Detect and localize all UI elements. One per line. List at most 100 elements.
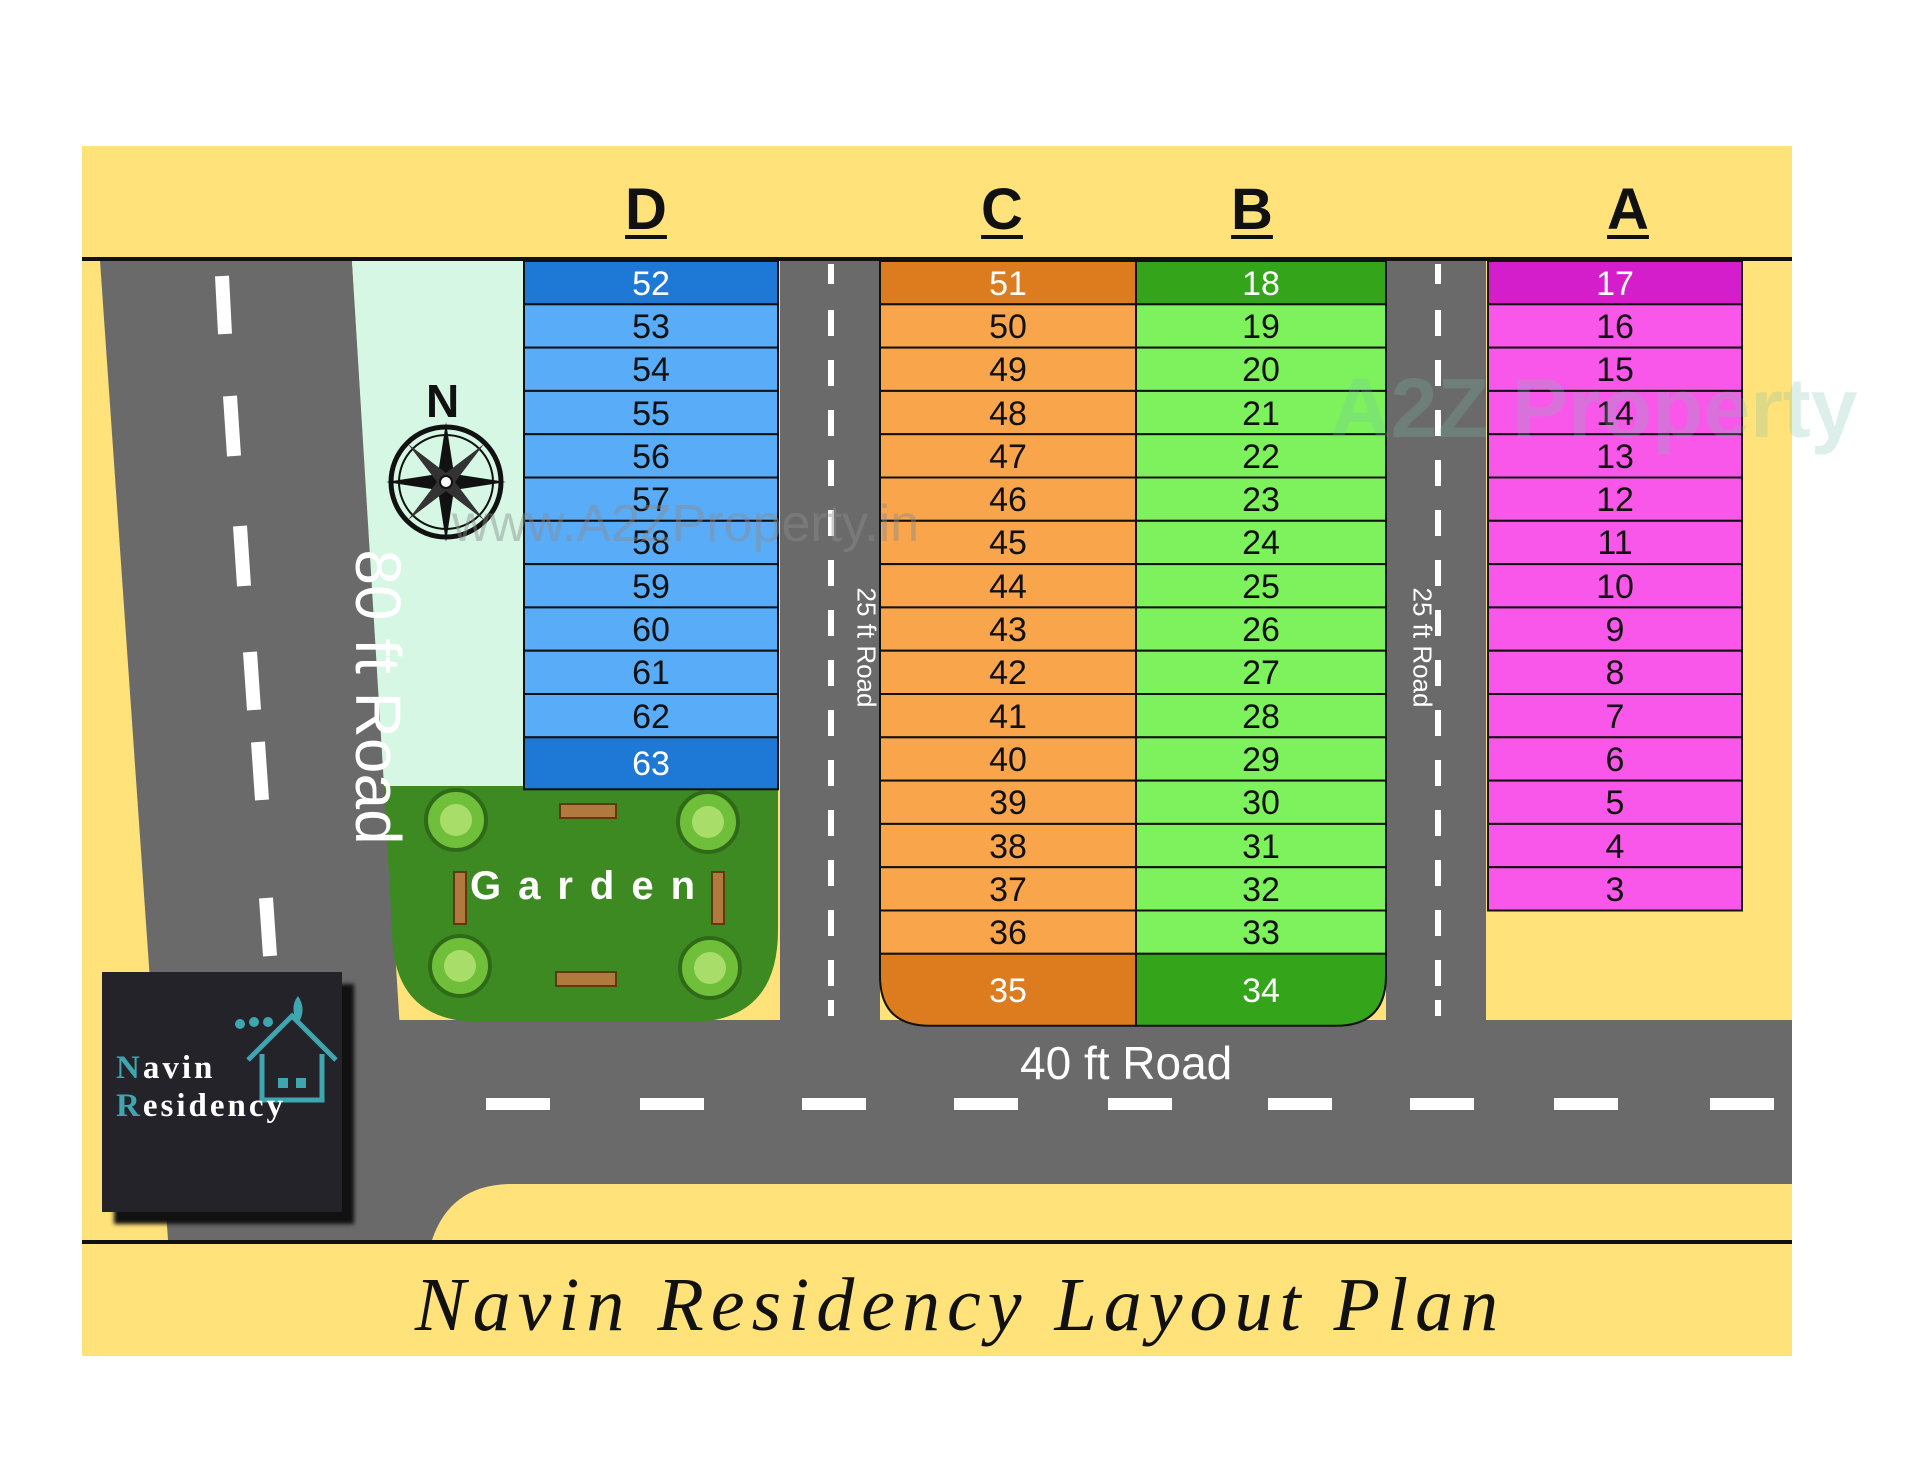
plot-label-51: 51 <box>989 264 1027 303</box>
plots-layer <box>523 260 1743 1027</box>
plot-label-7: 7 <box>1605 697 1625 736</box>
plot-23[interactable] <box>1135 476 1387 522</box>
bench-icon <box>453 871 467 925</box>
plot-33[interactable] <box>1135 909 1387 955</box>
plot-label-17: 17 <box>1596 264 1634 303</box>
plot-25[interactable] <box>1135 563 1387 609</box>
plot-label-11: 11 <box>1597 524 1633 563</box>
plot-58[interactable] <box>523 519 779 566</box>
plot-10[interactable] <box>1487 563 1743 609</box>
plot-12[interactable] <box>1487 476 1743 522</box>
plot-56[interactable] <box>523 433 779 479</box>
plot-label-48: 48 <box>989 394 1027 433</box>
plot-3[interactable] <box>1487 866 1743 912</box>
plot-20[interactable] <box>1135 346 1387 392</box>
plot-18[interactable] <box>1135 260 1387 306</box>
garden-benches <box>453 803 725 987</box>
plot-label-43: 43 <box>989 611 1027 650</box>
plot-label-5: 5 <box>1605 784 1625 823</box>
plot-label-46: 46 <box>989 481 1027 520</box>
plot-34[interactable] <box>1135 952 1387 1027</box>
plot-59[interactable] <box>523 563 779 609</box>
plot-63[interactable] <box>523 736 779 791</box>
tree-icon <box>676 790 740 854</box>
plot-44[interactable] <box>879 563 1137 609</box>
plot-17[interactable] <box>1487 260 1743 306</box>
plot-label-56: 56 <box>632 437 670 476</box>
tree-icon <box>424 788 488 852</box>
plot-9[interactable] <box>1487 606 1743 652</box>
plot-57[interactable] <box>523 476 779 522</box>
plot-label-3: 3 <box>1605 870 1625 909</box>
plot-label-59: 59 <box>632 567 670 606</box>
plot-22[interactable] <box>1135 433 1387 479</box>
plot-13[interactable] <box>1487 433 1743 479</box>
plot-29[interactable] <box>1135 736 1387 782</box>
plot-40[interactable] <box>879 736 1137 782</box>
plot-14[interactable] <box>1487 389 1743 436</box>
compass-north-label: N <box>426 375 460 427</box>
open-space <box>352 261 523 786</box>
plot-35[interactable] <box>879 952 1137 1027</box>
plot-41[interactable] <box>879 693 1137 739</box>
plot-5[interactable] <box>1487 779 1743 825</box>
plot-label-10: 10 <box>1596 567 1634 606</box>
plot-label-19: 19 <box>1242 307 1280 346</box>
plot-label-37: 37 <box>989 870 1027 909</box>
plot-24[interactable] <box>1135 519 1387 566</box>
logo-line-1: Navin <box>116 1050 216 1086</box>
plot-4[interactable] <box>1487 822 1743 869</box>
plot-label-52: 52 <box>632 264 670 303</box>
road-25ft-dashes <box>828 264 1441 1016</box>
plot-label-33: 33 <box>1242 914 1280 953</box>
plot-label-40: 40 <box>989 740 1027 779</box>
plot-30[interactable] <box>1135 779 1387 825</box>
plot-11[interactable] <box>1487 519 1743 566</box>
plot-label-57: 57 <box>632 481 670 520</box>
plot-6[interactable] <box>1487 736 1743 782</box>
watermark-brand: A2Z Property <box>1330 361 1858 455</box>
plot-38[interactable] <box>879 822 1137 869</box>
plot-label-62: 62 <box>632 697 670 736</box>
plot-label-38: 38 <box>989 827 1027 866</box>
brand-logo: Navin Residency <box>102 972 342 1212</box>
plot-36[interactable] <box>879 909 1137 955</box>
plot-label-8: 8 <box>1605 654 1625 693</box>
page-title: Navin Residency Layout Plan <box>414 1263 1506 1347</box>
plot-26[interactable] <box>1135 606 1387 652</box>
garden-trees <box>424 788 742 1000</box>
plot-50[interactable] <box>879 303 1137 349</box>
plot-label-26: 26 <box>1242 611 1280 650</box>
plot-32[interactable] <box>1135 866 1387 912</box>
plot-27[interactable] <box>1135 649 1387 696</box>
road-40ft <box>352 1020 1792 1240</box>
plot-31[interactable] <box>1135 822 1387 869</box>
bench-icon <box>559 803 617 819</box>
plot-label-4: 4 <box>1605 827 1625 866</box>
plot-label-49: 49 <box>989 351 1027 390</box>
plot-label-63: 63 <box>632 745 670 784</box>
road-label-25ft-left: 25 ft Road <box>851 587 882 708</box>
plot-label-23: 23 <box>1242 481 1280 520</box>
bench-icon <box>555 971 617 987</box>
plot-43[interactable] <box>879 606 1137 652</box>
plot-label-47: 47 <box>989 437 1027 476</box>
plot-8[interactable] <box>1487 649 1743 696</box>
plot-28[interactable] <box>1135 693 1387 739</box>
plot-19[interactable] <box>1135 303 1387 349</box>
plot-39[interactable] <box>879 779 1137 825</box>
block-label-b: B <box>1231 177 1273 242</box>
plot-label-12: 12 <box>1596 481 1634 520</box>
plot-label-30: 30 <box>1242 784 1280 823</box>
plot-49[interactable] <box>879 346 1137 392</box>
plot-label-14: 14 <box>1596 394 1634 433</box>
plot-55[interactable] <box>523 389 779 436</box>
plot-label-27: 27 <box>1242 654 1280 693</box>
house-icon <box>235 996 338 1103</box>
plot-62[interactable] <box>523 693 779 739</box>
block-label-c: C <box>981 177 1023 242</box>
plot-61[interactable] <box>523 649 779 696</box>
plot-label-15: 15 <box>1596 351 1634 390</box>
plot-label-45: 45 <box>989 524 1027 563</box>
